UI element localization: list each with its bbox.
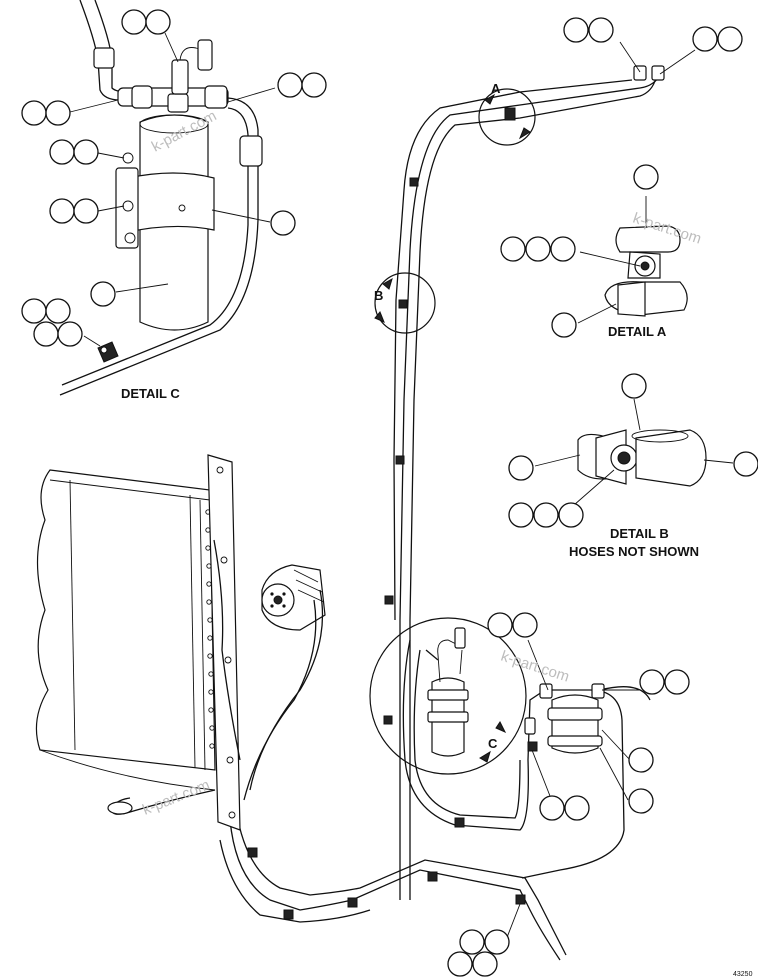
detail-c-callouts [21, 9, 327, 347]
figure-number: 43250 [733, 971, 753, 978]
hoses-not-shown-label: HOSES NOT SHOWN [569, 544, 699, 559]
hose-clip [97, 341, 119, 363]
right-receiver-drier [524, 683, 605, 754]
mounting-bracket [115, 167, 139, 249]
view-a-indicator: A [478, 81, 536, 146]
drier-clamp [127, 172, 215, 233]
main-callouts [447, 17, 743, 977]
main-hose-routing [219, 65, 665, 961]
hose-fitting [93, 47, 115, 69]
view-a-label: A [491, 81, 501, 96]
view-c-indicator: C [369, 617, 527, 775]
condenser-side-rail [207, 454, 241, 831]
detail-c-label: DETAIL C [121, 386, 180, 401]
detail-a-drawing [604, 225, 688, 317]
detail-b-callouts [508, 373, 758, 528]
ac-compressor [243, 564, 326, 801]
view-b-indicator: B [374, 272, 436, 334]
condenser-assembly [35, 454, 241, 831]
watermark: k-part.com [499, 648, 572, 686]
view-b-label: B [374, 288, 383, 303]
detail-b-label: DETAIL B [610, 526, 669, 541]
detail-a-label: DETAIL A [608, 324, 667, 339]
pressure-switch [171, 59, 189, 95]
view-c-label: C [488, 736, 498, 751]
detail-b-drawing [577, 429, 707, 487]
switch-connector [197, 39, 213, 71]
detail-c-drawing [59, 0, 263, 396]
detail-a-callouts [500, 164, 659, 338]
watermark: k-part.com [140, 776, 212, 818]
